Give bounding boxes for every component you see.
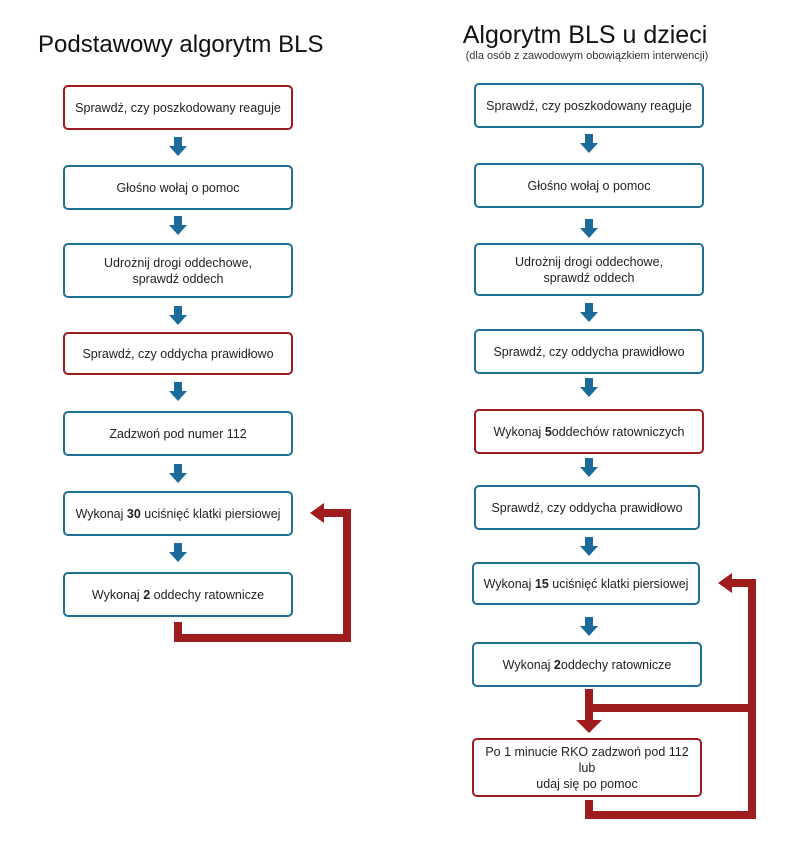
left-title: Podstawowy algorytm BLS xyxy=(38,31,324,58)
right-step-5-suffix: oddechów ratowniczych xyxy=(551,424,685,439)
left-step-check-response: Sprawdź, czy poszkodowany reaguje xyxy=(63,85,293,130)
right-arrow-6 xyxy=(580,537,598,556)
left-step-compressions: Wykonaj 30 uciśnięć klatki piersiowej xyxy=(63,491,293,536)
right-step-7-count: 15 xyxy=(534,576,549,591)
left-step-5-text: Zadzwoń pod numer 112 xyxy=(109,426,247,441)
right-step-9-text-a: Po 1 minucie RKO zadzwoń pod 112 lub xyxy=(485,744,689,775)
left-step-2-text: Głośno wołaj o pomoc xyxy=(116,180,240,195)
left-step-6-prefix: Wykonaj xyxy=(75,506,127,521)
left-step-3-text-b: sprawdź oddech xyxy=(132,271,224,286)
right-step-8-prefix: Wykonaj xyxy=(502,657,554,672)
left-step-open-airway: Udrożnij drogi oddechowe, sprawdź oddech xyxy=(63,243,293,298)
right-step-check-response: Sprawdź, czy poszkodowany reaguje xyxy=(474,83,704,128)
right-step-2-text: Głośno wołaj o pomoc xyxy=(527,178,651,193)
right-step-3-text-b: sprawdź oddech xyxy=(543,270,635,285)
left-loop-arrowhead xyxy=(310,503,324,523)
right-title: Algorytm BLS u dzieci xyxy=(462,21,708,49)
right-step-check-breathing-2: Sprawdź, czy oddycha prawidłowo xyxy=(474,485,700,530)
left-step-1-text: Sprawdź, czy poszkodowany reaguje xyxy=(75,100,281,115)
right-step-rescue-breaths-2: Wykonaj 2oddechy ratownicze xyxy=(472,642,702,687)
right-step-call-help: Głośno wołaj o pomoc xyxy=(474,163,704,208)
left-arrow-3 xyxy=(169,306,187,325)
right-step-8-count: 2 xyxy=(553,657,561,672)
right-step-9-text-b: udaj się po pomoc xyxy=(536,776,638,791)
left-step-3-text-a: Udrożnij drogi oddechowe, xyxy=(103,255,252,270)
right-step-check-breathing-1: Sprawdź, czy oddycha prawidłowo xyxy=(474,329,704,374)
right-step-open-airway: Udrożnij drogi oddechowe, sprawdź oddech xyxy=(474,243,704,296)
left-step-6-count: 30 xyxy=(126,506,141,521)
right-step-4-text: Sprawdź, czy oddycha prawidłowo xyxy=(493,344,685,359)
left-step-4-text: Sprawdź, czy oddycha prawidłowo xyxy=(82,346,274,361)
right-arrow-4 xyxy=(580,378,598,397)
right-loop-down-arrowhead xyxy=(576,720,602,733)
right-step-rescue-breaths-5: Wykonaj 5oddechów ratowniczych xyxy=(474,409,704,454)
left-arrow-1 xyxy=(169,137,187,156)
right-arrow-2 xyxy=(580,219,598,238)
right-arrow-5 xyxy=(580,458,598,477)
right-step-6-text: Sprawdź, czy oddycha prawidłowo xyxy=(491,500,683,515)
right-step-call-after-1-minute: Po 1 minucie RKO zadzwoń pod 112 lub uda… xyxy=(472,738,702,797)
right-subtitle: (dla osób z zawodowym obowiązkiem interw… xyxy=(465,50,709,62)
right-step-7-suffix: uciśnięć klatki piersiowej xyxy=(548,576,689,591)
left-step-7-count: 2 xyxy=(143,587,151,602)
left-loop-arrow xyxy=(174,509,351,642)
left-step-check-breathing: Sprawdź, czy oddycha prawidłowo xyxy=(63,332,293,375)
right-step-5-count: 5 xyxy=(544,424,552,439)
left-arrow-6 xyxy=(169,543,187,562)
left-arrow-4 xyxy=(169,382,187,401)
left-step-rescue-breaths: Wykonaj 2 oddechy ratownicze xyxy=(63,572,293,617)
right-arrow-7 xyxy=(580,617,598,636)
left-step-7-prefix: Wykonaj xyxy=(91,587,144,602)
left-step-call-112: Zadzwoń pod numer 112 xyxy=(63,411,293,456)
right-loop-arrow-inner xyxy=(585,708,756,819)
right-arrow-3 xyxy=(580,303,598,322)
left-arrow-5 xyxy=(169,464,187,483)
right-loop-arrowhead-outer xyxy=(718,573,732,593)
right-step-5-prefix: Wykonaj xyxy=(493,424,545,439)
right-step-3-text-a: Udrożnij drogi oddechowe, xyxy=(514,254,663,269)
right-step-1-text: Sprawdź, czy poszkodowany reaguje xyxy=(486,98,692,113)
left-step-7-suffix: oddechy ratownicze xyxy=(150,587,265,602)
right-step-8-suffix: oddechy ratownicze xyxy=(560,657,672,672)
right-step-7-prefix: Wykonaj xyxy=(483,576,535,591)
left-step-call-help: Głośno wołaj o pomoc xyxy=(63,165,293,210)
right-step-compressions: Wykonaj 15 uciśnięć klatki piersiowej xyxy=(472,562,700,605)
left-arrow-2 xyxy=(169,216,187,235)
left-step-6-suffix: uciśnięć klatki piersiowej xyxy=(140,506,281,521)
right-arrow-1 xyxy=(580,134,598,153)
